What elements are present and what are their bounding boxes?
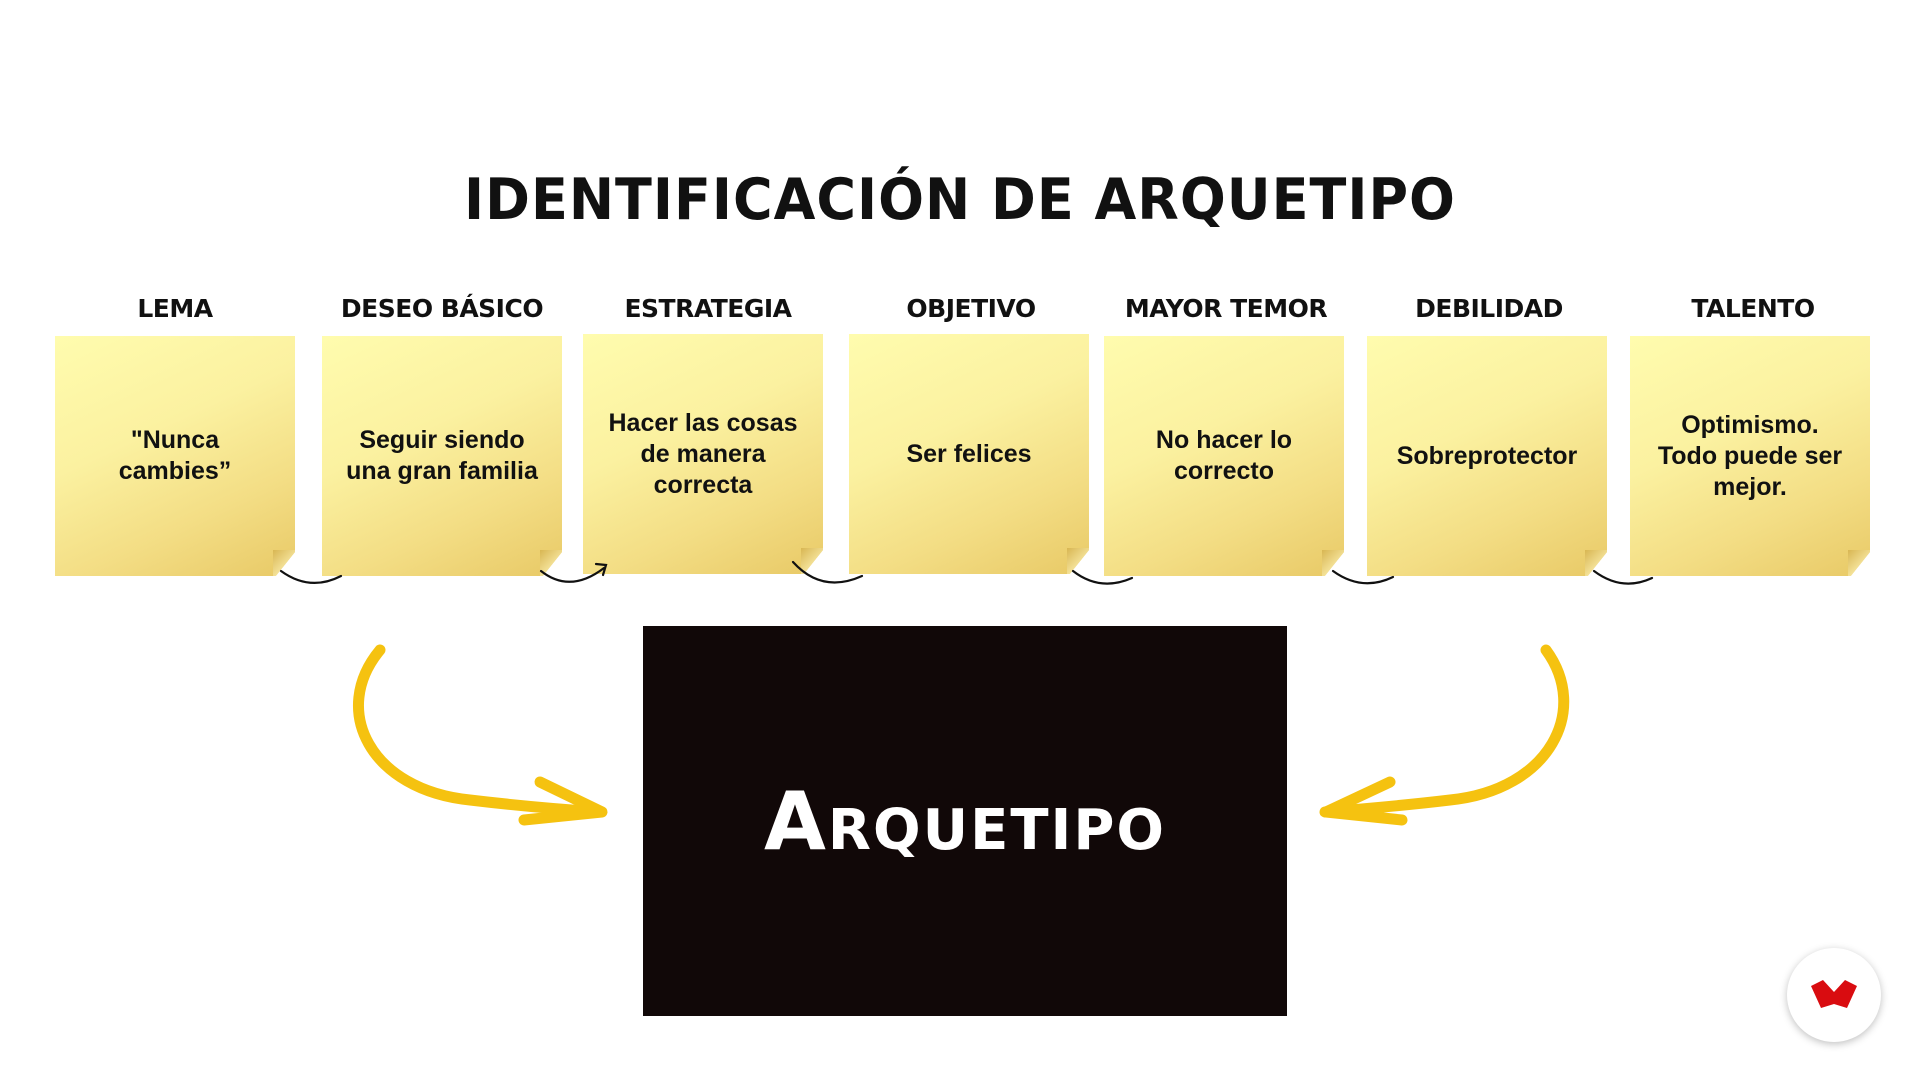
- archetype-label: Arquetipo: [763, 774, 1167, 868]
- connector-3: [791, 560, 864, 584]
- connector-4: [1071, 569, 1134, 585]
- left-arrowhead: [518, 776, 608, 826]
- card-label-estrategia: ESTRATEGIA: [624, 294, 792, 323]
- connector-5: [1331, 569, 1395, 585]
- archetype-box: Arquetipo: [643, 626, 1287, 1016]
- card-label-lema: LEMA: [137, 294, 213, 323]
- sticky-note-objetivo: Ser felices: [849, 334, 1089, 574]
- card-label-debilidad: DEBILIDAD: [1415, 294, 1563, 323]
- note-text: Sobreprotector: [1396, 441, 1578, 470]
- left-arrow: [352, 644, 606, 818]
- card-label-talento: TALENTO: [1691, 294, 1815, 323]
- sticky-note-estrategia: Hacer las cosas de manera correcta: [583, 334, 823, 574]
- sticky-note-deseo-basico: Seguir siendo una gran familia: [322, 336, 562, 576]
- card-label-objetivo: OBJETIVO: [906, 294, 1036, 323]
- connector-2-arrowhead: [594, 562, 608, 577]
- connector-1: [279, 569, 343, 585]
- connector-6: [1592, 569, 1654, 585]
- right-arrow: [1319, 644, 1570, 818]
- note-text: "Nunca cambies”: [118, 426, 232, 485]
- brand-logo-icon: [1787, 948, 1881, 1042]
- brand-mark: [1811, 980, 1857, 1008]
- sticky-note-debilidad: Sobreprotector: [1367, 336, 1607, 576]
- card-label-deseo-basico: DESEO BÁSICO: [340, 294, 544, 323]
- page-title: IDENTIFICACIÓN DE ARQUETIPO: [464, 166, 1456, 233]
- sticky-note-mayor-temor: No hacer lo correcto: [1104, 336, 1344, 576]
- connector-2: [539, 566, 606, 583]
- note-text: Seguir siendo una gran familia: [346, 426, 538, 485]
- sticky-note-talento: Optimismo. Todo puede ser mejor.: [1630, 336, 1870, 576]
- note-text: No hacer lo correcto: [1155, 426, 1293, 485]
- note-text: Optimismo. Todo puede ser mejor.: [1657, 410, 1843, 501]
- note-text: Ser felices: [906, 439, 1032, 468]
- card-label-mayor-temor: MAYOR TEMOR: [1124, 294, 1328, 323]
- right-arrowhead: [1320, 776, 1408, 826]
- note-text: Hacer las cosas de manera correcta: [608, 408, 798, 499]
- sticky-note-lema: "Nunca cambies”: [55, 336, 295, 576]
